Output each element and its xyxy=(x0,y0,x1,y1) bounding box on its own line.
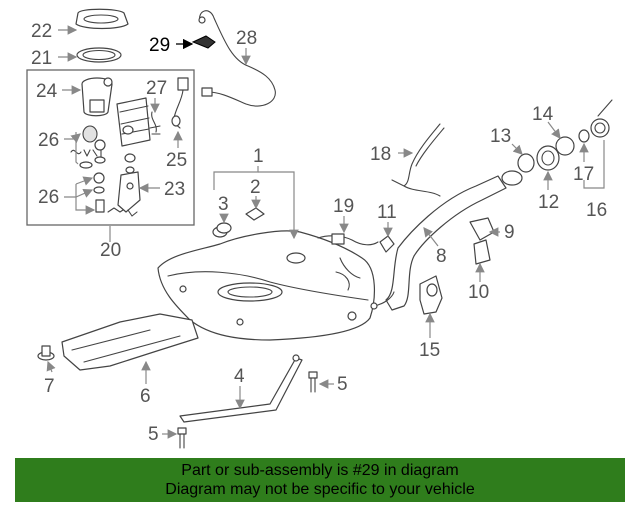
part-3-plug[interactable] xyxy=(216,222,232,234)
callout-9: 9 xyxy=(504,222,515,243)
part-12-filler-neck[interactable] xyxy=(536,145,560,171)
callout-19: 19 xyxy=(333,196,354,217)
callout-5b: 5 xyxy=(148,424,159,445)
part-9-bracket[interactable] xyxy=(469,217,495,241)
part-16-fuel-cap[interactable] xyxy=(590,99,613,138)
callout-29: 29 xyxy=(149,35,170,56)
part-13-gasket[interactable] xyxy=(517,153,535,173)
callout-2: 2 xyxy=(250,177,261,198)
callout-24: 24 xyxy=(36,81,58,102)
callout-12: 12 xyxy=(538,192,559,213)
callout-10: 10 xyxy=(468,282,489,303)
part-22-lock-ring[interactable] xyxy=(75,8,129,30)
callout-1: 1 xyxy=(253,146,264,167)
part-5-bolt-b[interactable] xyxy=(177,427,187,449)
part-24-pump-module[interactable] xyxy=(81,77,113,117)
footer-line-2: Diagram may not be specific to your vehi… xyxy=(165,481,475,498)
part-4-tank-strap[interactable] xyxy=(179,354,303,423)
part-18-vent-tube[interactable] xyxy=(391,123,445,197)
callout-14: 14 xyxy=(532,104,554,125)
part-21-gasket[interactable] xyxy=(76,47,122,63)
part-14-ring[interactable] xyxy=(555,136,575,156)
callout-27: 27 xyxy=(146,78,167,99)
part-28-wire-harness[interactable] xyxy=(198,10,276,107)
callout-21: 21 xyxy=(31,48,52,69)
part-15-protector[interactable] xyxy=(419,275,443,315)
part-25-sensor-wire[interactable] xyxy=(171,77,189,129)
callout-3: 3 xyxy=(218,194,229,215)
callout-7: 7 xyxy=(44,376,55,397)
part-27-fuel-tube[interactable] xyxy=(149,111,161,135)
leader-lines xyxy=(46,25,605,439)
part-11-clamp[interactable] xyxy=(379,235,395,253)
callout-11: 11 xyxy=(377,202,397,223)
part-19-breather-hose[interactable] xyxy=(317,233,379,279)
callout-28: 28 xyxy=(236,28,257,49)
part-5-bolt-a[interactable] xyxy=(308,371,318,393)
footer-line-1: Part or sub-assembly is #29 in diagram xyxy=(181,462,459,479)
callout-26a: 26 xyxy=(38,130,59,151)
part-17-cap-gasket[interactable] xyxy=(578,129,590,143)
part-6-heat-shield[interactable] xyxy=(61,313,199,371)
callout-17: 17 xyxy=(573,164,594,185)
part-10-bracket[interactable] xyxy=(473,239,491,265)
parts-diagram: 22 21 24 26 26 27 25 23 20 29 28 1 2 3 7… xyxy=(26,8,613,449)
callout-22: 22 xyxy=(31,21,52,42)
part-26-retainer[interactable] xyxy=(70,125,127,213)
callout-6: 6 xyxy=(140,386,151,407)
callout-26b: 26 xyxy=(38,187,59,208)
callout-4: 4 xyxy=(234,366,245,387)
callout-8: 8 xyxy=(436,246,447,267)
callout-13: 13 xyxy=(490,126,511,147)
part-23-sender-gauge[interactable] xyxy=(117,171,141,217)
callout-numbers: 22 21 24 26 26 27 25 23 20 29 28 1 2 3 7… xyxy=(31,21,607,445)
callout-15: 15 xyxy=(419,340,440,361)
callout-23: 23 xyxy=(164,179,185,200)
part-29-grommet[interactable] xyxy=(191,35,216,49)
callout-18: 18 xyxy=(370,144,391,165)
part-2-cover[interactable] xyxy=(245,207,265,221)
part-8-filler-pipe[interactable] xyxy=(370,170,523,311)
callout-20: 20 xyxy=(100,240,121,261)
callout-25: 25 xyxy=(166,150,187,171)
callout-5a: 5 xyxy=(337,374,348,395)
fuel-pump-body[interactable] xyxy=(116,97,151,174)
footer-banner: Part or sub-assembly is #29 in diagram D… xyxy=(15,458,625,502)
callout-16: 16 xyxy=(586,200,607,221)
fuel-tank[interactable] xyxy=(157,226,376,341)
part-7-clip[interactable] xyxy=(37,345,55,361)
